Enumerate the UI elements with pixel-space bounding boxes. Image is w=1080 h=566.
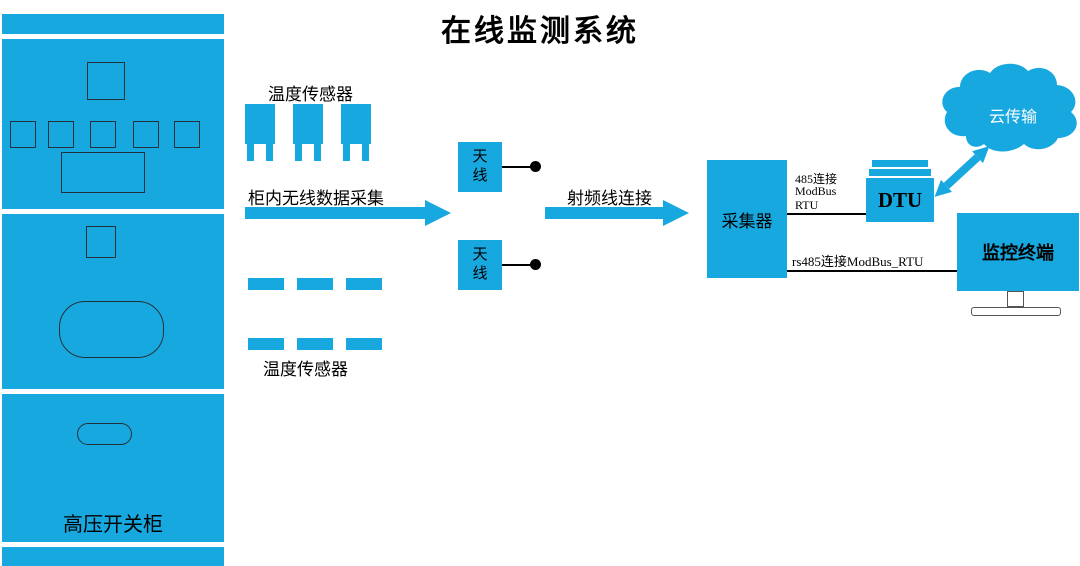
dtu-stack-strip xyxy=(869,169,931,176)
sensor-leg xyxy=(266,144,273,161)
cabinet-small-window xyxy=(86,226,116,258)
antenna-probe-line xyxy=(502,166,532,168)
sensor-leg xyxy=(295,144,302,161)
collect-arrow-head-icon xyxy=(425,200,451,226)
dtu-link-label-line3: RTU xyxy=(795,198,819,212)
collect-arrow-label: 柜内无线数据采集 xyxy=(248,189,384,208)
sensor-dash xyxy=(346,278,382,290)
rf-arrow-label: 射频线连接 xyxy=(567,189,652,208)
antenna-probe-dot xyxy=(530,259,541,270)
monitor-stand-neck xyxy=(1007,291,1024,307)
dashed-sensor-row xyxy=(248,278,388,290)
temperature-sensor-icon xyxy=(245,104,275,162)
monitor-label: 监控终端 xyxy=(982,243,1054,263)
temperature-sensor-icon xyxy=(293,104,323,162)
cabinet-panel-cell xyxy=(90,121,116,148)
cabinet-handle-panel xyxy=(59,301,164,358)
dtu-label: DTU xyxy=(877,187,923,212)
cabinet-meter-panel xyxy=(61,152,145,193)
monitor-screen: 监控终端 xyxy=(957,213,1079,291)
cabinet-bottom-bar xyxy=(2,547,224,566)
monitor-link-line xyxy=(787,270,957,272)
dtu-link-label-line1: 485连接 xyxy=(795,172,838,186)
cabinet-label: 高压开关柜 xyxy=(63,514,163,536)
monitor-link-label: rs485连接ModBus_RTU xyxy=(792,254,924,269)
sensor-dash xyxy=(297,278,333,290)
sensor-body xyxy=(293,104,323,144)
diagram-title: 在线监测系统 xyxy=(441,15,639,48)
dashed-sensor-row xyxy=(248,338,388,350)
antenna-probe-dot xyxy=(530,161,541,172)
sensor-body xyxy=(341,104,371,144)
dtu-stack-strip xyxy=(872,160,928,167)
temperature-sensor-bottom-label: 温度传感器 xyxy=(263,360,348,379)
cabinet-panel-cell xyxy=(48,121,74,148)
sensor-leg xyxy=(343,144,350,161)
sensor-dash xyxy=(248,338,284,350)
collector-box: 采集器 xyxy=(707,160,787,278)
dtu-link-line xyxy=(787,213,866,215)
sensor-leg xyxy=(247,144,254,161)
cabinet-panel-cell xyxy=(174,121,200,148)
cabinet-panel-cell xyxy=(10,121,36,148)
cabinet-section-lower: 高压开关柜 xyxy=(2,394,224,542)
cabinet-section-middle xyxy=(2,214,224,389)
temperature-sensor-top-label: 温度传感器 xyxy=(268,85,353,104)
rf-arrow-shaft xyxy=(545,207,663,219)
antenna-box: 天线 xyxy=(458,240,502,290)
sensor-leg xyxy=(314,144,321,161)
cabinet-top-bar xyxy=(2,14,224,34)
sensor-dash xyxy=(346,338,382,350)
sensor-dash xyxy=(297,338,333,350)
cloud-icon xyxy=(942,63,1077,152)
collect-arrow-shaft xyxy=(245,207,425,219)
cabinet-vent-slot xyxy=(77,423,132,445)
antenna-box: 天线 xyxy=(458,142,502,192)
collector-label: 采集器 xyxy=(721,211,773,231)
cloud-label: 云传输 xyxy=(988,109,1037,126)
dtu-cloud-double-arrow-icon xyxy=(934,146,990,197)
antenna-label: 天线 xyxy=(472,246,488,283)
rf-arrow-head-icon xyxy=(663,200,689,226)
sensor-leg xyxy=(362,144,369,161)
sensor-dash xyxy=(248,278,284,290)
dtu-box: DTU xyxy=(866,178,934,222)
cabinet-indicator-window xyxy=(87,62,125,100)
dtu-link-label-line2: ModBus xyxy=(795,184,837,198)
monitor-stand-base xyxy=(971,307,1061,316)
antenna-probe-line xyxy=(502,264,532,266)
sensor-body xyxy=(245,104,275,144)
antenna-label: 天线 xyxy=(472,148,488,185)
cabinet-section-upper xyxy=(2,39,224,209)
temperature-sensor-icon xyxy=(341,104,371,162)
cabinet-panel-cell xyxy=(133,121,159,148)
